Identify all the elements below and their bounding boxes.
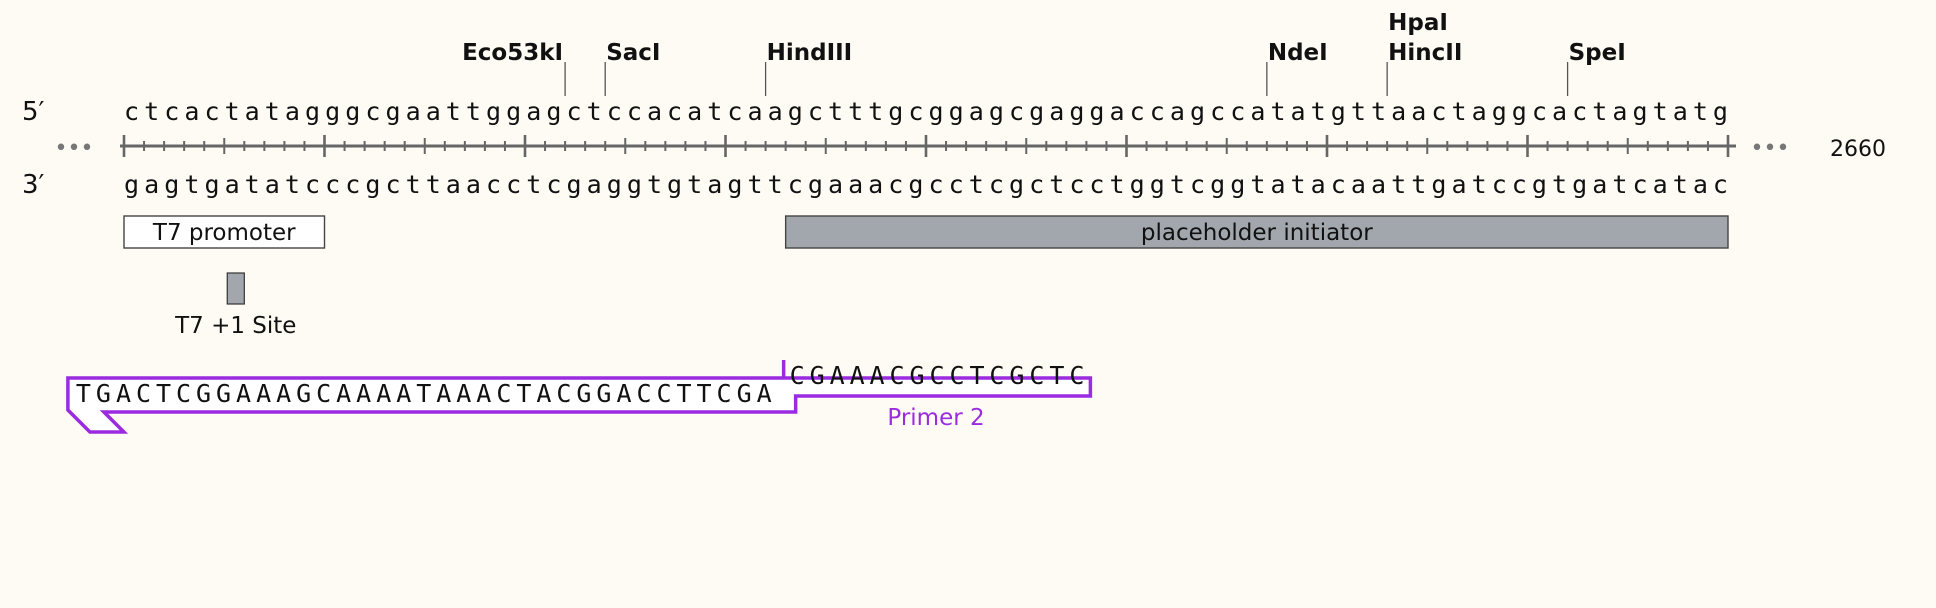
- feature-label: T7 promoter: [152, 220, 296, 246]
- enzyme-label: NdeI: [1268, 40, 1328, 66]
- ruler: [120, 135, 1736, 157]
- enzyme-site-hpai-hincii[interactable]: HpaI HincII: [1386, 10, 1462, 96]
- enzyme-label: SacI: [606, 40, 660, 66]
- feature-label: T7 +1 Site: [174, 313, 296, 339]
- bottom-strand-label: 3′: [22, 170, 45, 200]
- primer-track: CGAAACGCCTCGCTC TGACTCGGAAAGCAAAATAAACTAC…: [66, 360, 1093, 434]
- ellipsis-left[interactable]: •••: [55, 136, 94, 161]
- enzyme-label: HpaI: [1388, 10, 1448, 36]
- feature-t7-promoter[interactable]: T7 promoter: [123, 215, 326, 249]
- features-track: T7 promoter placeholder initiator T7 +1 Si…: [123, 215, 1729, 339]
- bottom-strand-text: gagtgatatcccgcttaacctcgaggtgtagttcgaaacg…: [124, 170, 1728, 199]
- enzyme-label: SpeI: [1569, 40, 1626, 66]
- feature-box: [123, 215, 326, 249]
- top-strand-label: 5′: [22, 97, 45, 127]
- feature-box: [784, 215, 1729, 249]
- bottom-strand-sequence: gagtgatatcccgcttaacctcgaggtgtagttcgaaacg…: [124, 170, 1728, 199]
- top-strand-sequence: ctcactatagggcgaattggagctccacatcaagctttgc…: [124, 97, 1728, 126]
- primer-overhang-sequence: TGACTCGGAAAGCAAAATAAACTACGGACCTTCGA: [76, 379, 772, 408]
- primer-2[interactable]: CGAAACGCCTCGCTC TGACTCGGAAAGCAAAATAAACTAC…: [66, 360, 1093, 434]
- feature-t7-1-site[interactable]: T7 +1 Site: [174, 272, 296, 339]
- feature-marker: [226, 272, 245, 305]
- top-strand-text: ctcactatagggcgaattggagctccacatcaagctttgc…: [124, 97, 1728, 126]
- position-label: 2660: [1830, 137, 1886, 162]
- ellipsis-right[interactable]: •••: [1751, 136, 1790, 161]
- enzyme-site-ndei[interactable]: NdeI: [1266, 40, 1328, 96]
- feature-label: placeholder initiator: [1141, 220, 1373, 246]
- enzyme-site-saci[interactable]: SacI: [604, 40, 660, 96]
- enzyme-site-eco53ki[interactable]: Eco53kI: [462, 40, 566, 96]
- primer-name: Primer 2: [887, 405, 984, 431]
- enzyme-label: Eco53kI: [462, 40, 563, 66]
- enzyme-label: HindIII: [767, 40, 853, 66]
- restriction-sites: Eco53kI SacI HindIII NdeI HpaI HincII SpeI: [462, 10, 1626, 96]
- enzyme-label: HincII: [1388, 40, 1462, 66]
- enzyme-site-hindiii[interactable]: HindIII: [764, 40, 853, 96]
- enzyme-site-spei[interactable]: SpeI: [1566, 40, 1626, 96]
- primer-annealed-sequence: CGAAACGCCTCGCTC: [790, 361, 1085, 390]
- feature-placeholder-initiator[interactable]: placeholder initiator: [784, 215, 1729, 249]
- primer-outline: [66, 360, 1093, 434]
